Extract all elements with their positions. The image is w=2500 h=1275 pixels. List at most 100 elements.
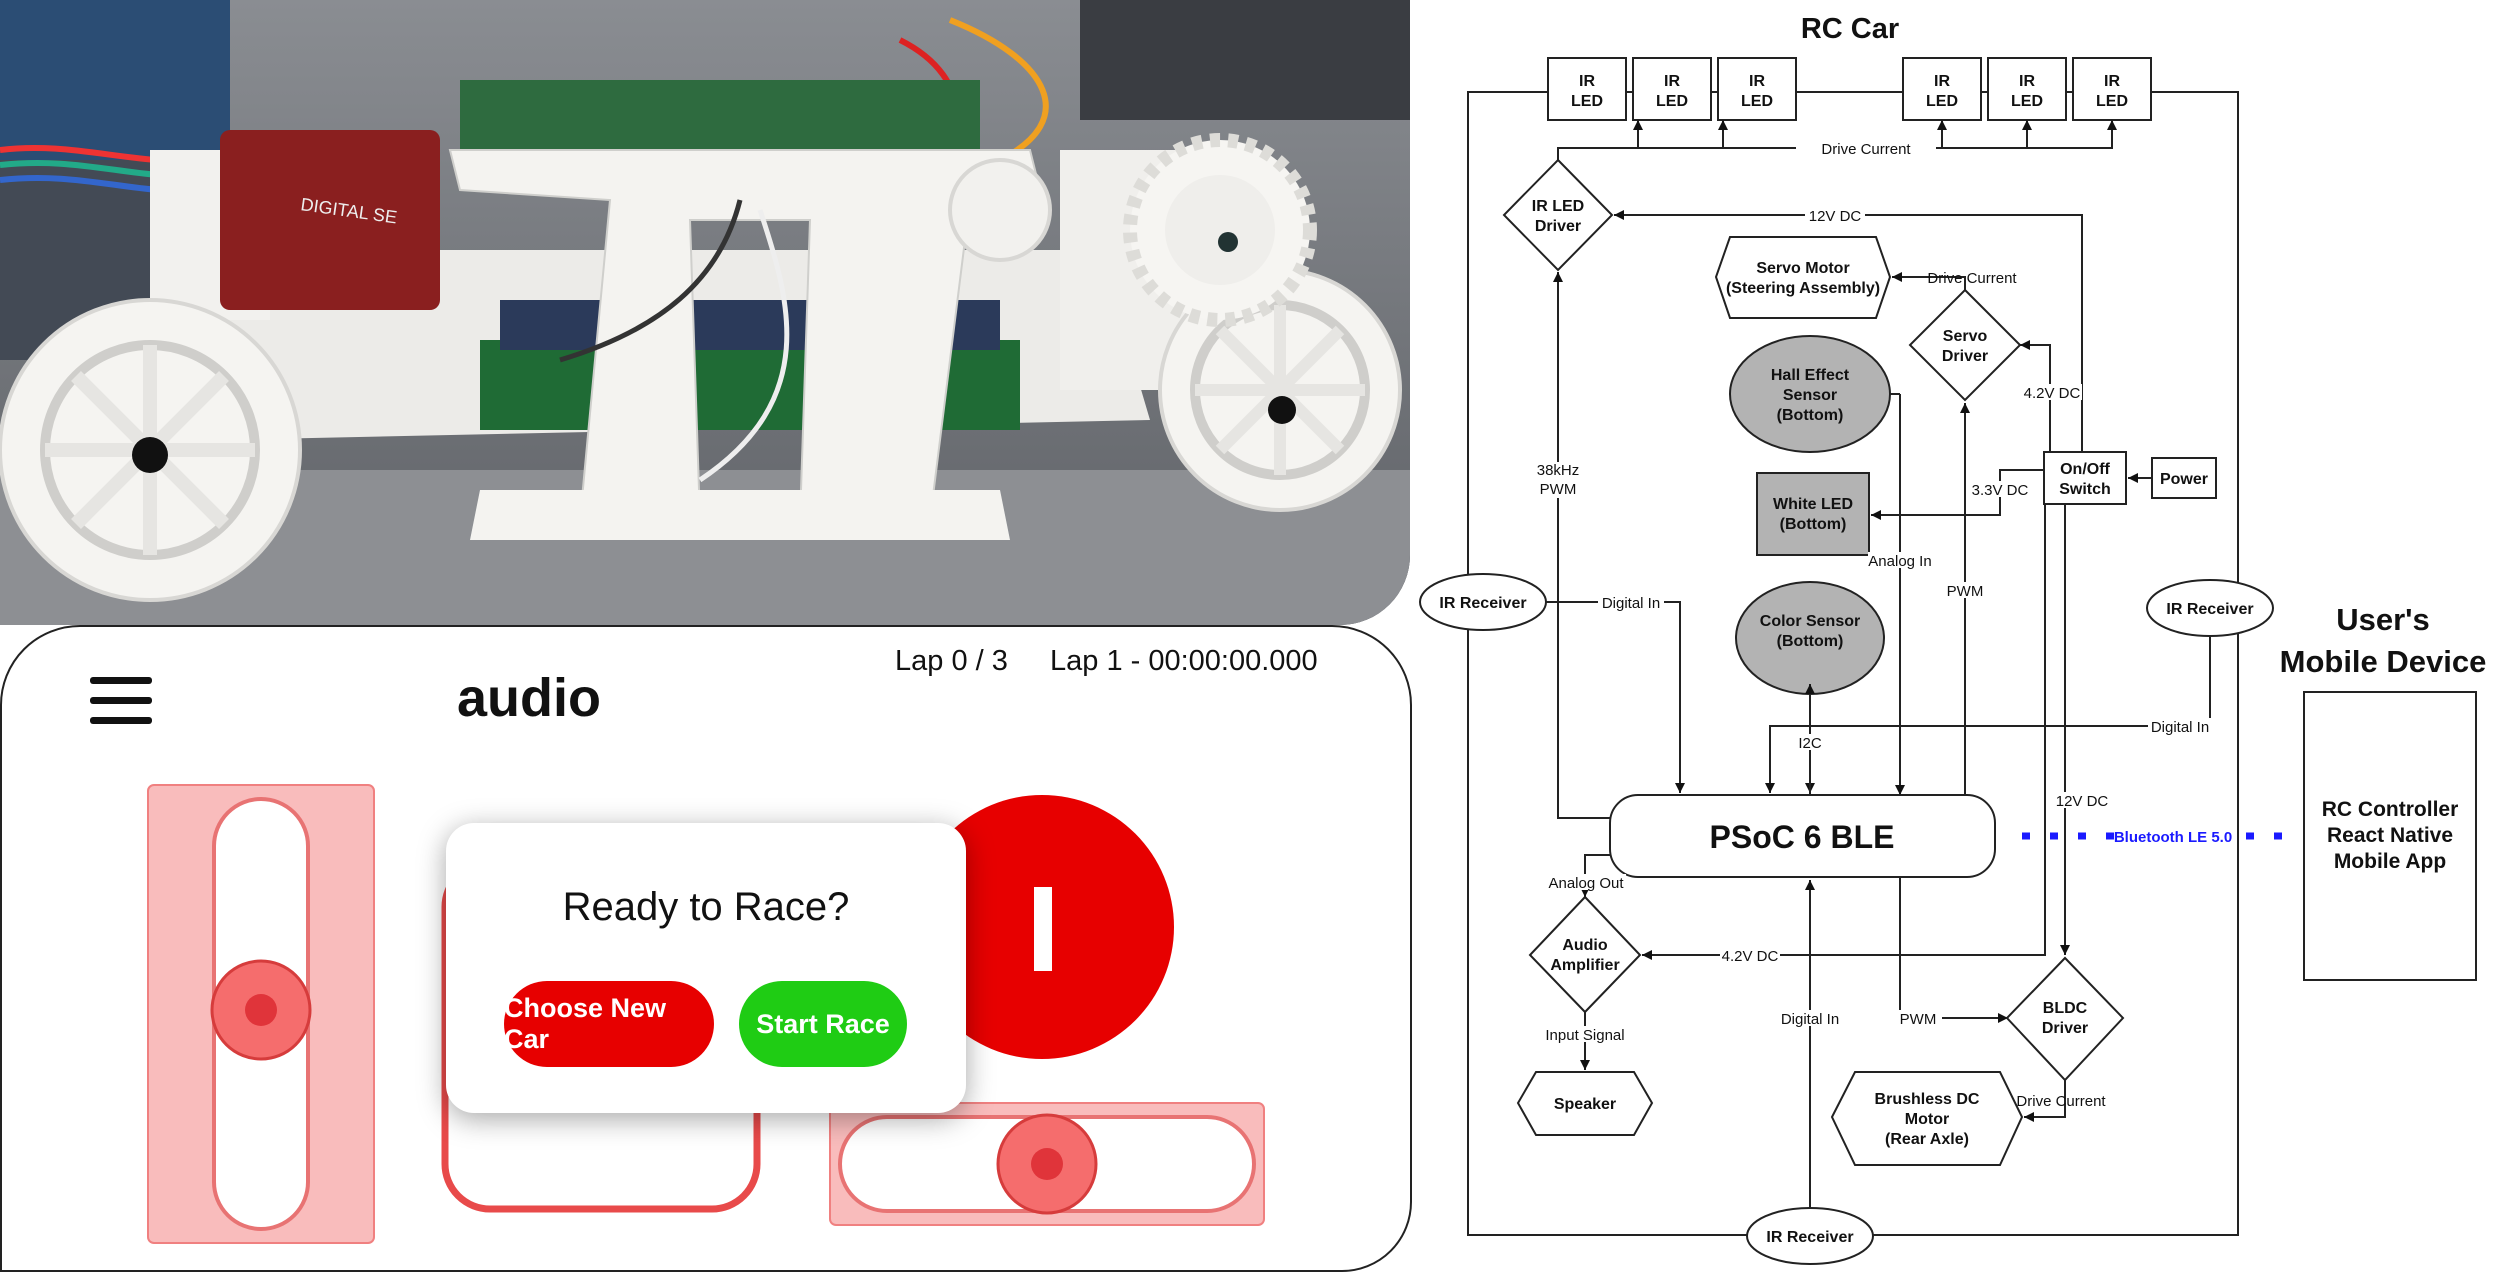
- servo-motor-label2: (Steering Assembly): [1726, 280, 1880, 297]
- ir-led-driver-label2: Driver: [1535, 218, 1581, 235]
- input-signal-label: Input Signal: [1545, 1027, 1624, 1044]
- block-diagram: RC Car IR LED IR LED IR LED IR LED IR LE…: [1410, 0, 2500, 1275]
- ir-receiver-left-label: IR Receiver: [1439, 595, 1526, 612]
- servo-motor-label: Servo Motor: [1756, 260, 1849, 277]
- choose-new-car-button[interactable]: Choose New Car: [504, 981, 714, 1067]
- ir-led-6: [2072, 57, 2152, 121]
- color-sensor-label: Color Sensor: [1760, 613, 1860, 630]
- ir-led-3-label: IR: [1749, 73, 1765, 90]
- servo-motor: [1714, 236, 1892, 319]
- brushless-dc-motor: [1830, 1071, 2024, 1166]
- ir-led-5: [1987, 57, 2067, 121]
- start-race-button[interactable]: Start Race: [739, 981, 907, 1067]
- rc-car-illustration: DIGITAL SE: [0, 0, 1410, 625]
- mobile-app-label: RC Controller: [2322, 798, 2459, 821]
- ir-led-6-label: IR: [2104, 73, 2120, 90]
- ir-led-driver-label: IR LED: [1532, 198, 1584, 215]
- ble-label: Bluetooth LE 5.0: [2114, 829, 2232, 846]
- modal-title: Ready to Race?: [562, 885, 850, 929]
- mobile-app-label2: React Native: [2327, 824, 2453, 847]
- bldc-motor-label3: (Rear Axle): [1885, 1131, 1969, 1148]
- lap-count: Lap 0 / 3: [895, 645, 1008, 677]
- ir-led-2: [1632, 57, 1712, 121]
- v42-label-audio: 4.2V DC: [1722, 948, 1779, 965]
- lap-time: Lap 1 - 00:00:00.000: [1050, 645, 1318, 677]
- mode-button-glyph: [1034, 887, 1052, 971]
- ir-led-3: [1717, 57, 1797, 121]
- switch-label: On/Off: [2060, 461, 2110, 478]
- steering-slider[interactable]: [829, 1102, 1265, 1226]
- analog-in-label: Analog In: [1868, 553, 1931, 570]
- switch-label2: Switch: [2059, 481, 2111, 498]
- servo-driver: [1908, 288, 2022, 402]
- ir-led-4-label: IR: [1934, 73, 1950, 90]
- mobile-device-title2: Mobile Device: [2280, 644, 2487, 679]
- ir-led-5-label2: LED: [2011, 93, 2043, 110]
- drive-current-bldc-label: Drive Current: [2016, 1093, 2106, 1110]
- white-led-label2: (Bottom): [1780, 516, 1847, 533]
- mobile-app-screen: audio Lap 0 / 3 Lap 1 - 00:00:00.000 Rea…: [0, 625, 1412, 1272]
- bldc-motor-label2: Motor: [1905, 1111, 1949, 1128]
- ir-receiver-bottom-label: IR Receiver: [1766, 1229, 1853, 1246]
- digital-in-right-label: Digital In: [2151, 719, 2209, 736]
- ir-led-1: [1547, 57, 1627, 121]
- app-controls: [147, 784, 1265, 1244]
- ir-led-1-label: IR: [1579, 73, 1595, 90]
- diagram-title: RC Car: [1801, 13, 1899, 45]
- ir-led-1-label2: LED: [1571, 93, 1603, 110]
- digital-in-bottom-label: Digital In: [1781, 1011, 1839, 1028]
- mobile-device-title: User's: [2336, 602, 2430, 637]
- rear-wheel-right: [1158, 268, 1402, 512]
- drive-current-servo-label: Drive Current: [1927, 270, 2017, 287]
- v33-label: 3.3V DC: [1972, 482, 2029, 499]
- gear: [1123, 133, 1317, 327]
- speaker-label: Speaker: [1554, 1096, 1616, 1113]
- bldc-motor-label: Brushless DC: [1875, 1091, 1980, 1108]
- pwm-bldc-label: PWM: [1900, 1011, 1937, 1028]
- pwm38-label: 38kHz: [1537, 462, 1580, 479]
- digital-in-left-label: Digital In: [1602, 595, 1660, 612]
- ir-receiver-right-label: IR Receiver: [2166, 601, 2253, 618]
- ready-modal: Ready to Race? Choose New Car Start Race: [446, 823, 966, 1113]
- ir-led-2-label: IR: [1664, 73, 1680, 90]
- color-sensor-label2: (Bottom): [1777, 633, 1844, 650]
- ir-led-5-label: IR: [2019, 73, 2035, 90]
- pwm38-label2: PWM: [1540, 481, 1577, 498]
- ir-led-4-label2: LED: [1926, 93, 1958, 110]
- mobile-device-box: [2303, 691, 2477, 981]
- hall-label2: Sensor: [1783, 387, 1837, 404]
- bldc-driver: [2005, 956, 2125, 1082]
- v42-label-servo: 4.2V DC: [2024, 385, 2081, 402]
- ir-led-driver: [1502, 158, 1614, 272]
- pwm-servo-label: PWM: [1947, 583, 1984, 600]
- analog-out-label: Analog Out: [1548, 875, 1624, 892]
- audio-amplifier: [1528, 895, 1642, 1014]
- block-diagram-svg: RC Car IR LED IR LED IR LED IR LED IR LE…: [1419, 13, 2487, 1265]
- ir-led-3-label2: LED: [1741, 93, 1773, 110]
- on-off-switch: [2043, 451, 2127, 505]
- mobile-app-label3: Mobile App: [2334, 850, 2446, 873]
- hall-label: Hall Effect: [1771, 367, 1850, 384]
- ir-led-6-label2: LED: [2096, 93, 2128, 110]
- power-label: Power: [2160, 471, 2208, 488]
- servo-block: [220, 130, 440, 310]
- front-wheel-left: [0, 298, 302, 602]
- psoc-6-ble: [1609, 794, 1996, 878]
- speaker: [1516, 1071, 1654, 1136]
- hall-label3: (Bottom): [1777, 407, 1844, 424]
- white-led: [1756, 472, 1870, 556]
- bldc-driver-label: BLDC: [2043, 1000, 2088, 1017]
- laptop-screen: [0, 0, 230, 160]
- v12-label-bldc: 12V DC: [2056, 793, 2109, 810]
- audio-amp-label: Audio: [1562, 937, 1608, 954]
- i2c-label: I2C: [1798, 735, 1822, 752]
- servo-driver-label: Servo: [1943, 328, 1988, 345]
- servo-driver-label2: Driver: [1942, 348, 1988, 365]
- mode-button[interactable]: [910, 795, 1174, 1059]
- white-led-label: White LED: [1773, 496, 1853, 513]
- v12-label-top: 12V DC: [1809, 208, 1862, 225]
- throttle-joystick[interactable]: [147, 784, 375, 1244]
- hamburger-menu-icon[interactable]: [90, 677, 152, 737]
- drive-current-label-top: Drive Current: [1821, 141, 1911, 158]
- rc-car-photo: DIGITAL SE: [0, 0, 1410, 625]
